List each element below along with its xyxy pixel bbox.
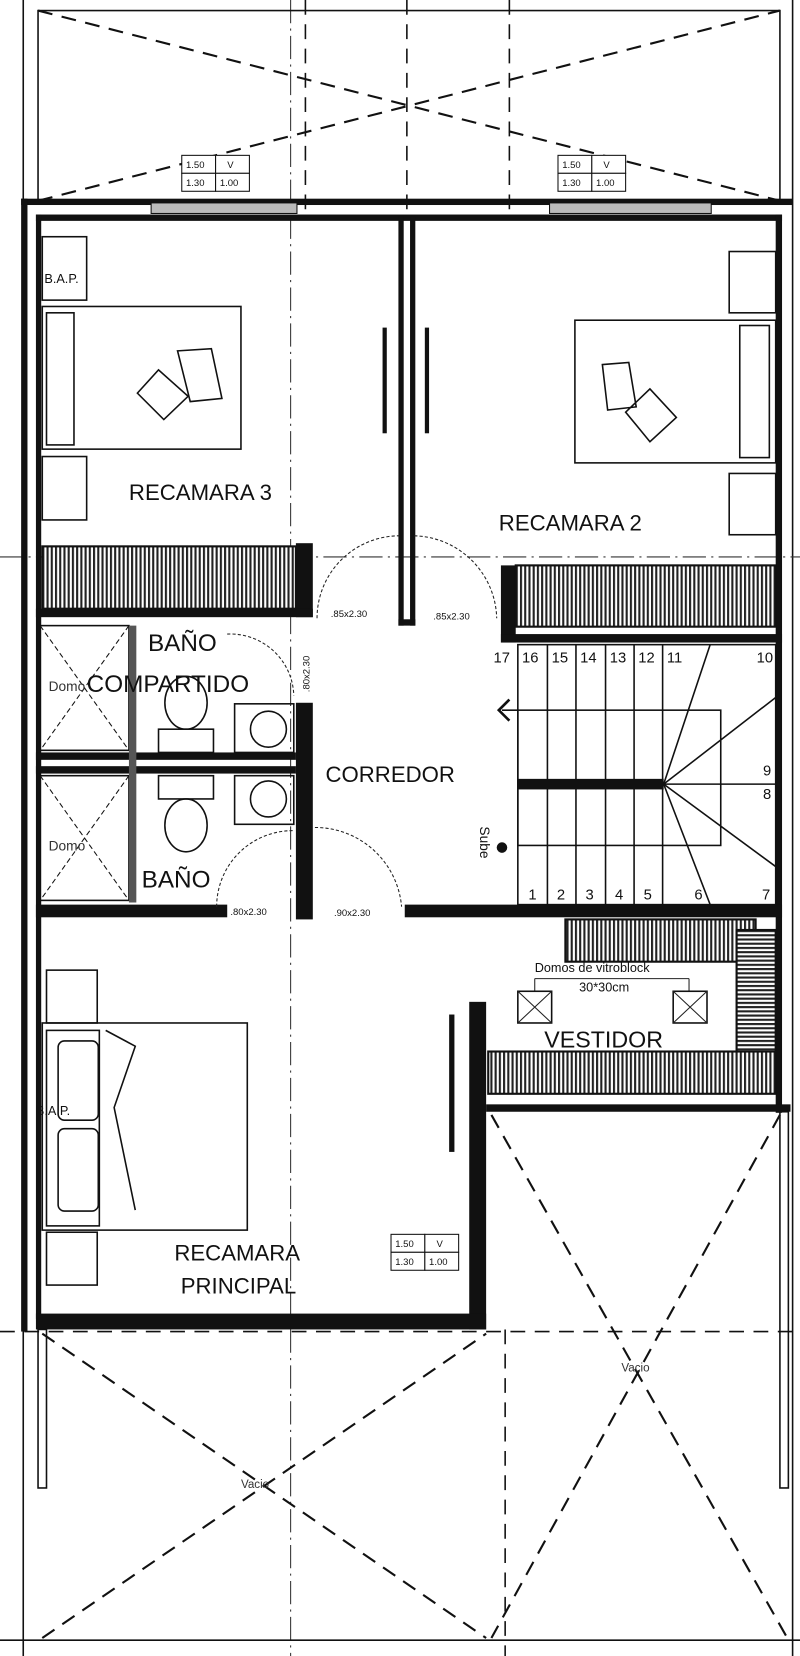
step-number: 11 xyxy=(667,651,682,667)
step-number: 1 xyxy=(528,887,536,903)
door-size-recamara-2: .85x2.30 xyxy=(433,611,469,622)
door-size-bano-compartido: .80x2.30 xyxy=(302,656,313,692)
closet-recamara-3 xyxy=(41,545,297,610)
step-number: 2 xyxy=(557,887,565,903)
window-tag-value: 1.50 xyxy=(395,1239,414,1250)
window-tag-value: 1.30 xyxy=(395,1257,414,1268)
room-label-vestidor: VESTIDOR xyxy=(544,1026,663,1052)
door-swings xyxy=(216,535,498,907)
step-number: 7 xyxy=(762,887,770,903)
staircase xyxy=(496,643,777,906)
window-tag-value: 1.30 xyxy=(562,178,581,189)
top-void xyxy=(37,9,781,202)
step-number: 15 xyxy=(552,651,568,667)
closet-vestidor-bottom xyxy=(487,1050,777,1095)
toilet xyxy=(157,675,215,853)
window xyxy=(549,202,712,215)
lower-voids xyxy=(37,1110,790,1639)
window-tag-value: V xyxy=(227,160,234,171)
window-tag: 1.50 V 1.30 1.00 xyxy=(181,154,250,192)
window-tag-value: 1.50 xyxy=(562,160,581,171)
closet-vestidor-top xyxy=(564,918,757,963)
room-label-bano-compartido: COMPARTIDO xyxy=(87,671,249,698)
step-number: 6 xyxy=(694,887,702,903)
bed-recamara-3 xyxy=(41,235,242,521)
walls xyxy=(21,198,793,1332)
sube-label: Sube xyxy=(477,826,492,858)
window-tag-value: 1.50 xyxy=(186,160,205,171)
step-number: 5 xyxy=(644,887,652,903)
bap-label: B.A.P. xyxy=(44,272,78,286)
vacio-label: Vacio xyxy=(621,1362,649,1375)
room-label-principal: PRINCIPAL xyxy=(181,1274,297,1299)
step-number: 17 xyxy=(494,651,510,667)
bed-principal xyxy=(41,969,249,1286)
window-tag-value: 1.00 xyxy=(596,178,615,189)
step-number: 4 xyxy=(615,887,623,903)
step-number: 12 xyxy=(638,651,654,667)
room-label-principal: RECAMARA xyxy=(174,1241,300,1266)
window-tag-value: V xyxy=(436,1239,443,1250)
step-number: 9 xyxy=(763,764,771,780)
step-number: 16 xyxy=(522,651,538,667)
room-label-recamara-3: RECAMARA 3 xyxy=(129,480,272,505)
domos-note: Domos de vitroblock xyxy=(535,961,650,975)
room-label-corredor: CORREDOR xyxy=(325,762,454,787)
shower xyxy=(39,624,137,903)
domos-size: 30*30cm xyxy=(579,980,629,994)
step-number: 13 xyxy=(610,651,626,667)
domo-label: Domo xyxy=(49,839,86,854)
step-number: 8 xyxy=(763,787,771,803)
window-tag-value: 1.00 xyxy=(220,178,239,189)
room-label-bano: BAÑO xyxy=(142,867,211,894)
room-label-bano-compartido: BAÑO xyxy=(148,630,217,657)
vacio-label: Vacio xyxy=(241,1478,269,1491)
window-tag-value: 1.00 xyxy=(429,1257,448,1268)
door-size-bano: .80x2.30 xyxy=(230,907,266,918)
room-label-recamara-2: RECAMARA 2 xyxy=(499,511,642,536)
window-tag: 1.50 V 1.30 1.00 xyxy=(557,154,627,192)
door-size-recamara-3: .85x2.30 xyxy=(331,609,367,620)
stair-numbers: 17 16 15 14 13 12 11 10 9 8 1 2 3 4 5 6 … xyxy=(494,651,774,904)
door-size-principal: .90x2.30 xyxy=(334,908,370,919)
window-tag-value: V xyxy=(603,160,610,171)
domo-label: Domo xyxy=(49,679,86,694)
bap-label: B.A.P. xyxy=(36,1104,70,1118)
step-number: 10 xyxy=(757,651,773,667)
window-tag: 1.50 V 1.30 1.00 xyxy=(390,1233,460,1271)
closet-recamara-2 xyxy=(514,564,777,628)
bed-recamara-2 xyxy=(574,250,777,536)
sliding-door xyxy=(382,327,455,1152)
window-tag-value: 1.30 xyxy=(186,178,205,189)
step-number: 14 xyxy=(580,651,596,667)
step-number: 3 xyxy=(585,887,593,903)
sink xyxy=(233,703,295,826)
dome-skylight-icon xyxy=(517,978,708,1024)
window xyxy=(150,202,298,215)
